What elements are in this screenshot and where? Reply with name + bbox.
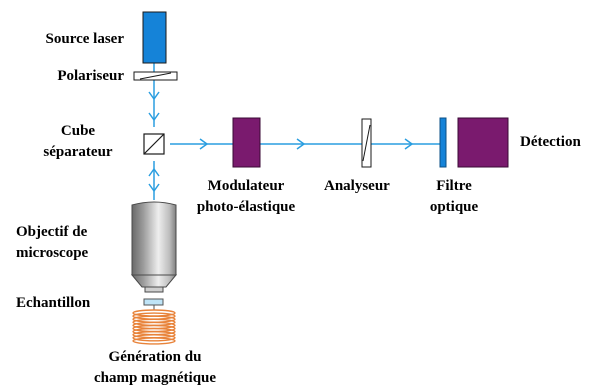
label-cube-line2: séparateur [43, 144, 113, 160]
label-analyzer: Analyseur [324, 178, 390, 194]
label-filter-line2: optique [429, 199, 479, 215]
label-objective-line1: Objectif de [16, 224, 88, 240]
microscope-objective [130, 201, 178, 293]
label-detection: Détection [520, 134, 581, 150]
optical-filter-block [439, 117, 447, 168]
label-sample: Echantillon [16, 295, 91, 311]
arrow-up [148, 167, 160, 177]
analyzer-element [361, 118, 372, 168]
detector-block [457, 117, 509, 168]
arrow-right-1 [199, 138, 209, 150]
beam-arrows [148, 91, 414, 193]
arrow-down-1 [148, 91, 160, 101]
label-source-laser: Source laser [45, 31, 124, 47]
label-polarizer: Polariseur [57, 68, 124, 84]
label-objective-line2: microscope [16, 245, 89, 261]
arrow-down-3 [148, 183, 160, 193]
label-filter-line1: Filtre [436, 178, 472, 194]
polarizer-element [133, 71, 178, 81]
coil-turn [132, 337, 176, 345]
coil-turn [132, 334, 176, 342]
arrow-right-3 [404, 138, 414, 150]
magnetic-field-coil [132, 309, 176, 345]
laser-source-block [142, 11, 167, 64]
label-cube-line1: Cube [60, 123, 96, 139]
label-field-generation-line1: Génération du [108, 349, 202, 365]
label-field-generation-line2: champ magnétique [93, 370, 217, 386]
modulator-block [232, 117, 261, 168]
arrow-down-2 [148, 112, 160, 122]
beam-splitter-cube [143, 133, 165, 155]
sample-slab [143, 298, 164, 306]
label-modulator-line2: photo-élastique [196, 199, 296, 215]
arrow-right-2 [296, 138, 306, 150]
label-modulator-line1: Modulateur [207, 178, 285, 194]
